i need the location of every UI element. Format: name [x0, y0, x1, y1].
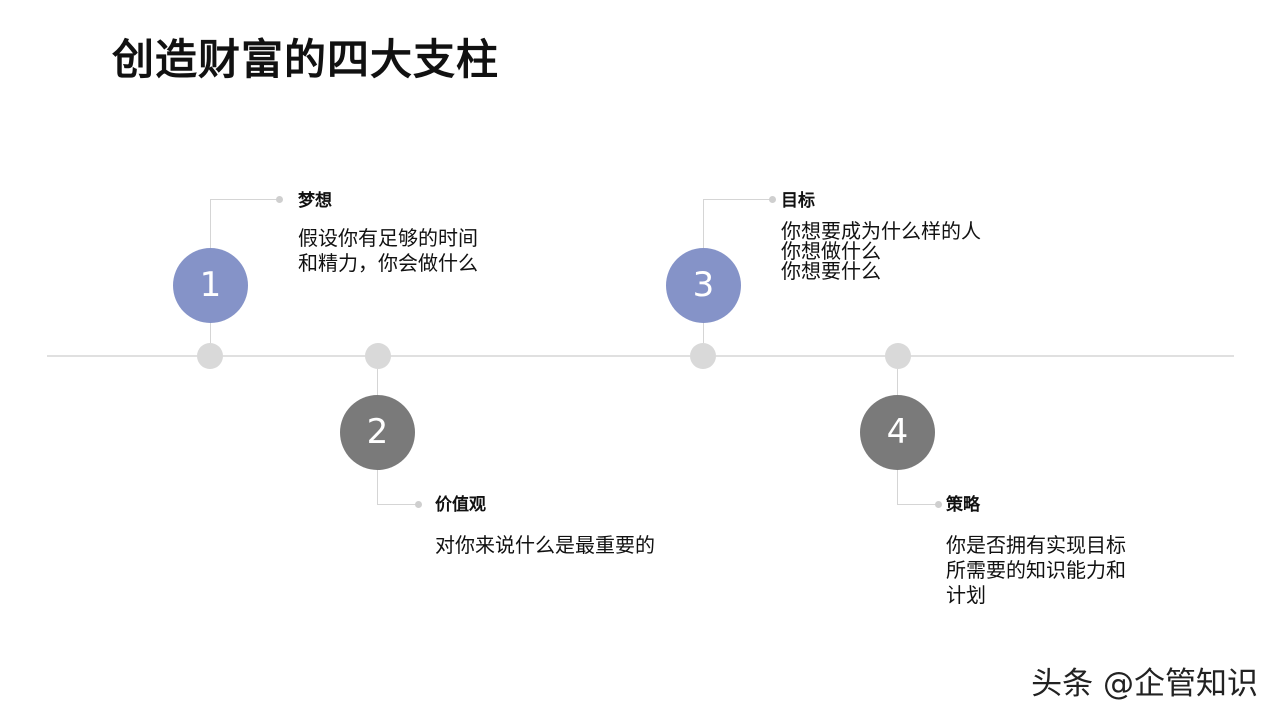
- connector-3-tip: [769, 196, 776, 203]
- timeline-dot-3: [690, 343, 716, 369]
- timeline-dot-2: [365, 343, 391, 369]
- timeline-axis: [47, 355, 1234, 357]
- connector-2-tip: [415, 501, 422, 508]
- connector-2-horizontal: [377, 504, 417, 505]
- pillar-4-desc-line: 所需要的知识能力和: [946, 558, 1126, 582]
- pillar-2-desc-line: 对你来说什么是最重要的: [435, 533, 655, 557]
- pillar-1-number-circle: 1: [173, 248, 248, 323]
- pillar-3-desc-line: 你想要成为什么样的人: [781, 219, 981, 243]
- pillar-2-label: 价值观: [435, 495, 486, 515]
- pillar-3-desc: 你想要成为什么样的人 你想做什么 你想要什么: [781, 221, 981, 281]
- page-title: 创造财富的四大支柱: [112, 35, 500, 84]
- timeline-dot-1: [197, 343, 223, 369]
- pillar-4-number-circle: 4: [860, 395, 935, 470]
- pillar-1-label: 梦想: [298, 191, 332, 211]
- pillar-3-desc-line: 你想要什么: [781, 259, 881, 283]
- connector-4-horizontal: [897, 504, 937, 505]
- connector-1-tip: [276, 196, 283, 203]
- pillar-3-number-circle: 3: [666, 248, 741, 323]
- pillar-3-label: 目标: [781, 191, 815, 211]
- pillar-1-desc-line: 假设你有足够的时间: [298, 226, 478, 250]
- pillar-3-desc-line: 你想做什么: [781, 239, 881, 263]
- pillar-4-label: 策略: [946, 495, 980, 515]
- pillar-1-desc: 假设你有足够的时间 和精力，你会做什么: [298, 226, 478, 276]
- pillar-2-number-circle: 2: [340, 395, 415, 470]
- pillar-4-desc-line: 你是否拥有实现目标: [946, 533, 1126, 557]
- pillar-2-desc: 对你来说什么是最重要的: [435, 533, 655, 558]
- pillar-4-desc-line: 计划: [946, 583, 986, 607]
- connector-4-tip: [935, 501, 942, 508]
- pillar-1-desc-line: 和精力，你会做什么: [298, 251, 478, 275]
- timeline-dot-4: [885, 343, 911, 369]
- connector-3-horizontal: [703, 199, 771, 200]
- watermark: 头条 @企管知识: [1031, 666, 1258, 702]
- connector-1-horizontal: [210, 199, 278, 200]
- pillar-4-desc: 你是否拥有实现目标 所需要的知识能力和 计划: [946, 533, 1126, 608]
